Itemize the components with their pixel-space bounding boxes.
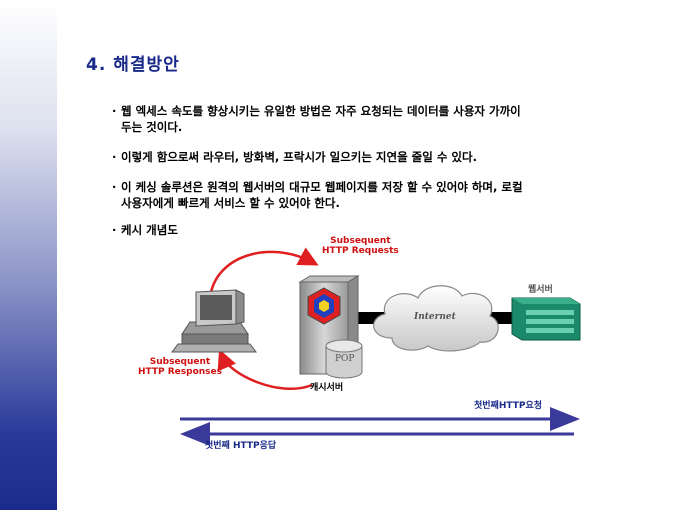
bullet-item: · 웹 엑세스 속도를 향상시키는 유일한 방법은 자주 요청되는 데이터를 사용… <box>112 103 521 135</box>
label-line: HTTP Responses <box>138 367 222 377</box>
sidebar-gradient <box>0 0 57 510</box>
subsequent-requests-label: Subsequent HTTP Requests <box>322 236 399 256</box>
cache-server-label: 캐시서버 <box>310 383 344 393</box>
bullet-text: 이렇게 함으로써 라우터, 방화벽, 프락시가 일으키는 지연을 줄일 수 있다… <box>121 150 477 164</box>
bullet-marker: · <box>112 104 117 118</box>
label-line: Subsequent <box>330 236 391 246</box>
subsequent-responses-label: Subsequent HTTP Responses <box>138 357 222 377</box>
web-server-icon <box>511 297 581 341</box>
internet-label: Internet <box>414 312 456 322</box>
label-line: HTTP Requests <box>322 246 399 256</box>
subsequent-response-arrow <box>217 349 313 391</box>
first-request-label: 첫번째HTTP요청 <box>474 401 543 411</box>
bullet-marker: · <box>112 150 117 164</box>
bullet-text-continued: 두는 것이다. <box>121 120 183 134</box>
label-line: Subsequent <box>149 357 211 367</box>
cache-server-icon <box>298 275 363 379</box>
web-server-label: 웹서버 <box>528 285 553 295</box>
bullet-text: 케시 개념도 <box>121 223 178 237</box>
bullet-marker: · <box>112 223 117 237</box>
client-pc-icon <box>171 289 257 353</box>
bullet-item: · 케시 개념도 <box>112 222 178 238</box>
bullet-text-continued: 사용자에게 빠르게 서비스 할 수 있어야 한다. <box>121 196 340 210</box>
slide-title: 4. 해결방안 <box>86 55 180 75</box>
bullet-item: · 이렇게 함으로써 라우터, 방화벽, 프락시가 일으키는 지연을 줄일 수 있… <box>112 149 477 165</box>
bullet-text: 이 케싱 솔루션은 원격의 웹서버의 대규모 웹페이지를 저장 할 수 있어야 … <box>121 180 523 194</box>
pop-label: POP <box>335 354 355 364</box>
first-response-label: 첫번째 HTTP응답 <box>205 441 277 451</box>
bullet-item: · 이 케싱 솔루션은 원격의 웹서버의 대규모 웹페이지를 저장 할 수 있어야… <box>112 179 523 211</box>
bullet-marker: · <box>112 180 117 194</box>
subsequent-request-arrow <box>208 247 319 299</box>
bullet-text: 웹 엑세스 속도를 향상시키는 유일한 방법은 자주 요청되는 데이터를 사용자… <box>121 104 521 118</box>
internet-cloud <box>373 285 499 352</box>
